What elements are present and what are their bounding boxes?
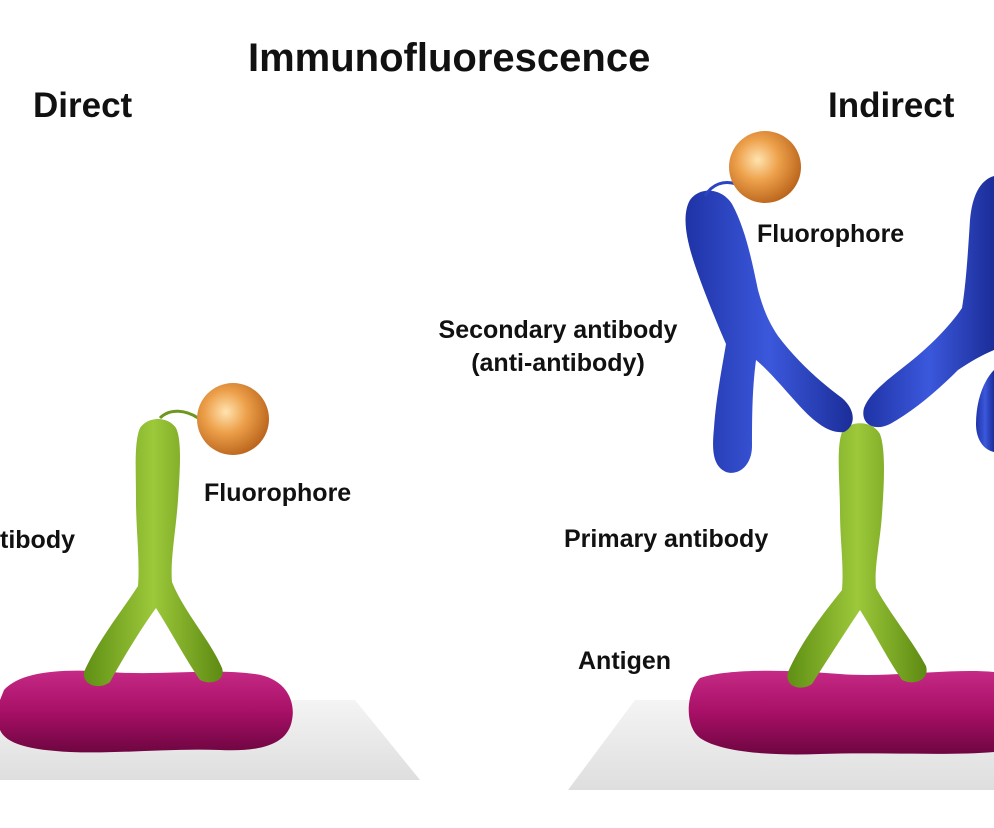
direct-fluorophore-label: Fluorophore bbox=[204, 479, 352, 507]
indirect-heading: Indirect bbox=[828, 86, 955, 125]
secondary-antibody-label-line1: Secondary antibody bbox=[438, 316, 678, 344]
diagram-title: Immunofluorescence bbox=[248, 36, 651, 80]
direct-heading: Direct bbox=[33, 86, 133, 125]
indirect-primary-antibody bbox=[787, 423, 927, 688]
antigen-label: Antigen bbox=[578, 647, 672, 675]
direct-antigen bbox=[0, 670, 293, 753]
direct-panel bbox=[0, 383, 420, 780]
indirect-secondary-antibody-right bbox=[863, 176, 994, 428]
direct-linker bbox=[158, 409, 199, 420]
secondary-antibody-label-line2: (anti-antibody) bbox=[471, 349, 645, 377]
direct-antibody-label: tibody bbox=[0, 526, 75, 554]
primary-antibody-label: Primary antibody bbox=[564, 525, 769, 553]
indirect-fluorophore-sphere bbox=[729, 131, 801, 203]
indirect-secondary-antibody bbox=[685, 190, 853, 473]
indirect-panel bbox=[568, 131, 994, 790]
direct-fluorophore-sphere bbox=[197, 383, 269, 455]
indirect-antigen bbox=[688, 670, 994, 755]
indirect-fluorophore-label: Fluorophore bbox=[757, 220, 905, 248]
direct-antibody bbox=[83, 419, 223, 687]
indirect-secondary-antibody-tail bbox=[976, 370, 994, 452]
secondary-antibody-label: Secondary antibody (anti-antibody) bbox=[418, 318, 698, 376]
